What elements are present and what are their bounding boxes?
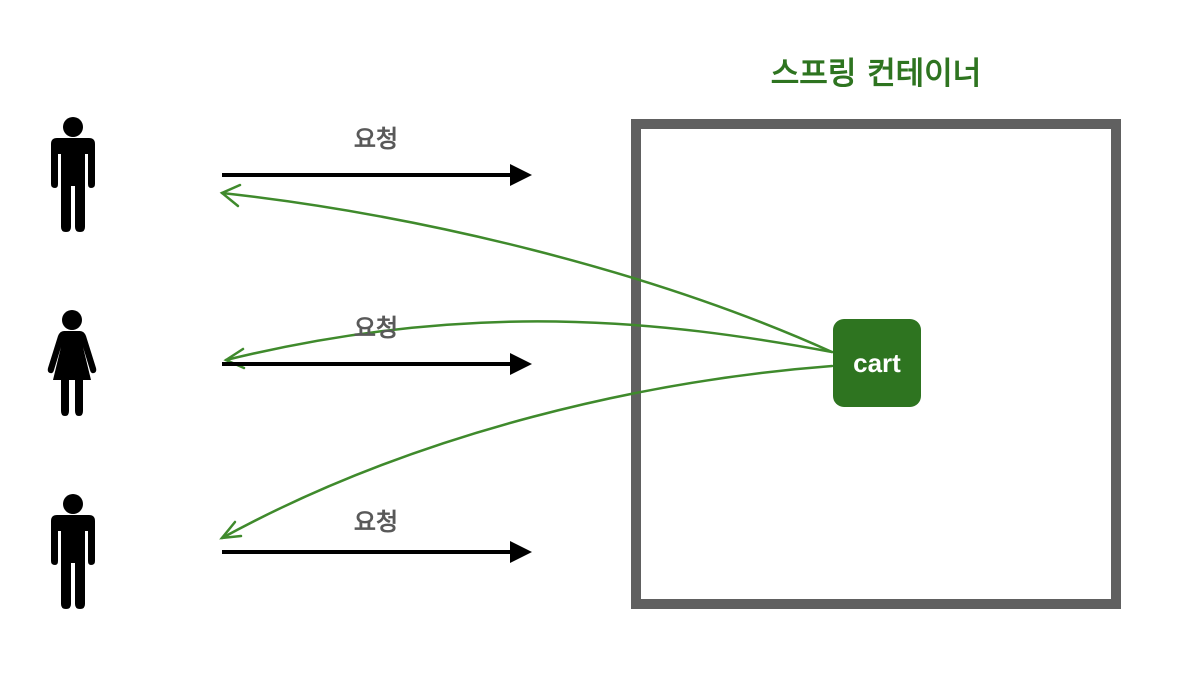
request-arrows <box>222 164 532 563</box>
response-arrow-1-head <box>219 183 242 208</box>
request-label-2: 요청 <box>354 314 398 342</box>
man-icon <box>51 117 95 232</box>
request-arrow-2-head <box>510 353 532 375</box>
woman-icon <box>47 310 97 416</box>
spring-container-box <box>631 119 1121 609</box>
container-title: 스프링 컨테이너 <box>771 56 981 92</box>
man-icon <box>51 494 95 609</box>
cart-bean-label: cart <box>853 348 901 378</box>
request-label-3: 요청 <box>354 508 398 536</box>
response-arrow-3 <box>220 364 834 540</box>
response-arrow-3-head <box>219 520 243 540</box>
request-label-1: 요청 <box>354 125 398 153</box>
response-arrow-1 <box>220 191 834 354</box>
request-arrow-1-head <box>510 164 532 186</box>
request-arrow-3-head <box>510 541 532 563</box>
cart-bean-box <box>833 319 921 407</box>
response-arrow-2 <box>224 320 834 362</box>
